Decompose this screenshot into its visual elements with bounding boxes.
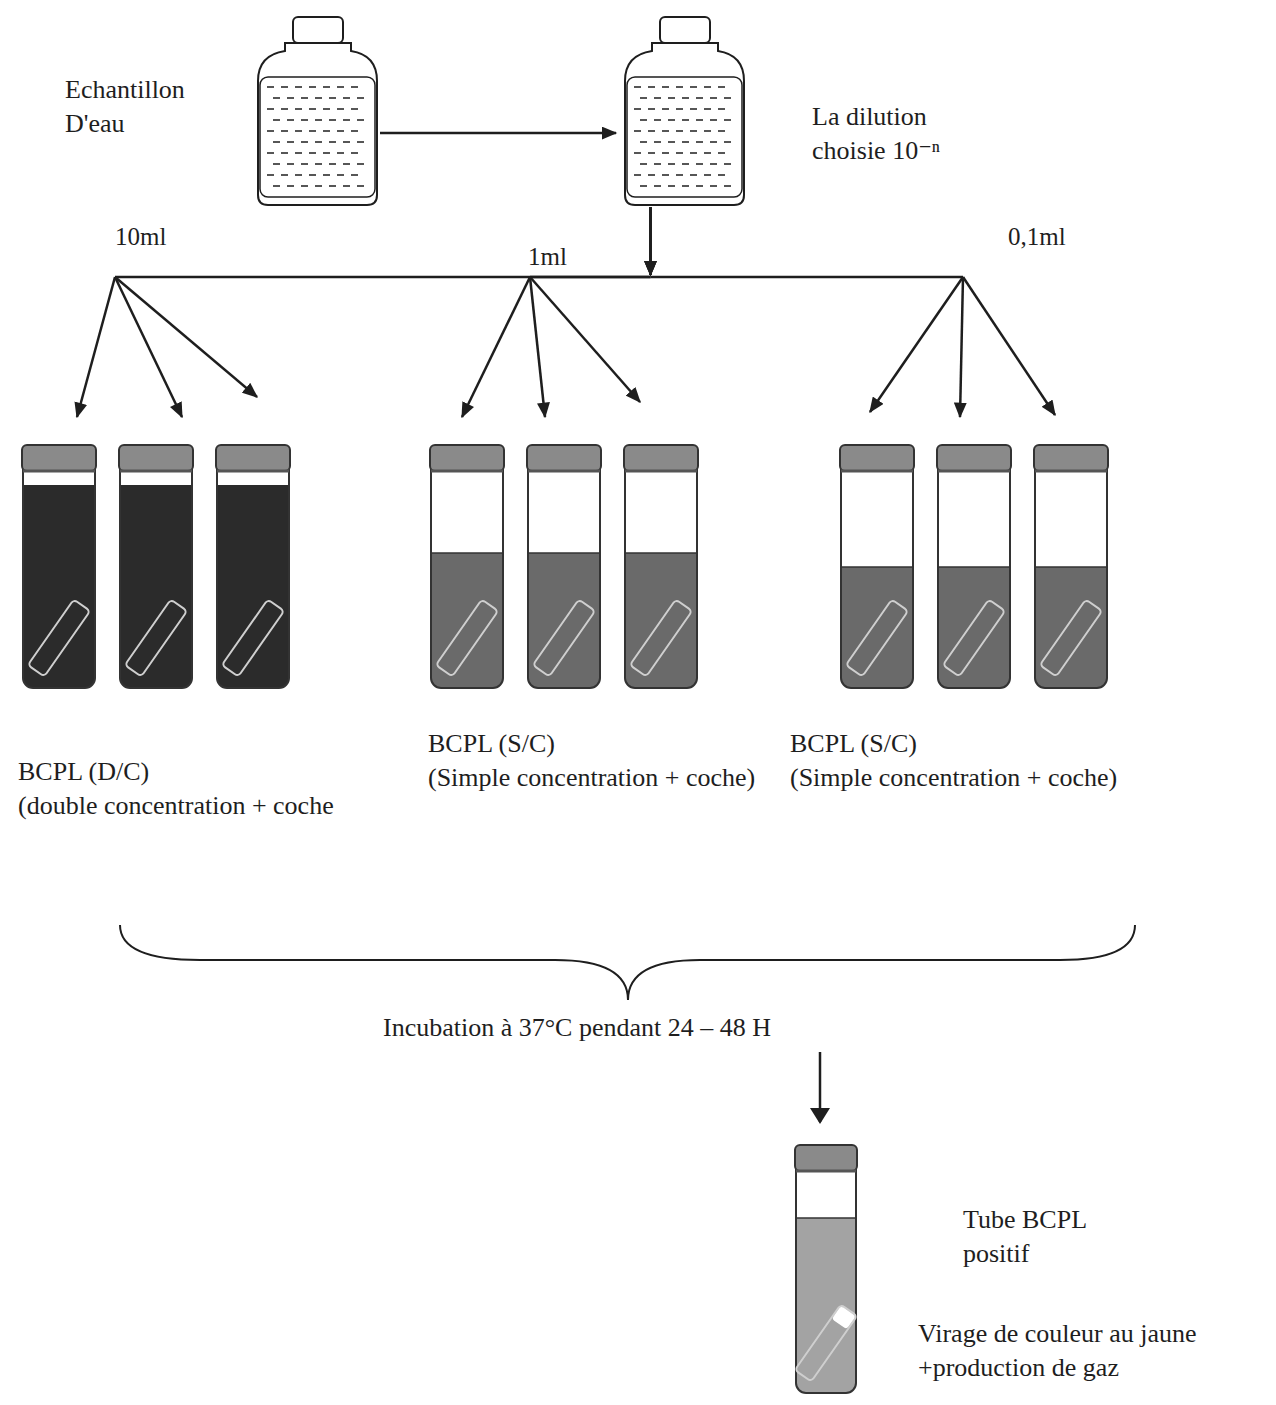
bcpl-sc-tubes: BCPL (S/C)(Simple concentration + coche) xyxy=(840,445,1108,690)
connector-line xyxy=(651,276,964,279)
tube-caption: BCPL (S/C)(Simple concentration + coche) xyxy=(790,727,1120,795)
bcpl-sc-tubes: BCPL (S/C)(Simple concentration + coche) xyxy=(430,445,698,690)
connector-line xyxy=(530,277,640,402)
node-text: BCPL (S/C) xyxy=(428,727,758,761)
connector-line xyxy=(960,277,963,417)
illustration xyxy=(622,15,747,207)
node-text: La dilution choisie 10⁻ⁿ xyxy=(812,100,982,168)
illustration xyxy=(430,445,698,690)
illustration xyxy=(255,15,380,207)
connector-line xyxy=(115,277,182,417)
dilution-bottle: La dilution choisie 10⁻ⁿ xyxy=(622,15,747,207)
connector-line xyxy=(530,276,651,279)
bcpl-dc-tubes: BCPL (D/C)(double concentration + coche xyxy=(22,445,290,690)
node-text: (Simple concentration + coche) xyxy=(790,761,1120,795)
volume-label: 1ml xyxy=(525,242,570,272)
connector-line xyxy=(649,207,652,275)
connector-line xyxy=(115,277,257,397)
connector-line xyxy=(649,207,652,275)
node-text: (double concentration + coche xyxy=(18,789,348,823)
connector-line xyxy=(649,207,652,275)
water-sample-bottle: Echantillon D'eau xyxy=(255,15,380,207)
connector-line xyxy=(963,277,1055,415)
connector xyxy=(462,207,651,417)
incubation-note: Incubation à 37°C pendant 24 – 48 H xyxy=(380,1012,774,1043)
tube-caption: BCPL (S/C)(Simple concentration + coche) xyxy=(428,727,758,795)
node-text: Echantillon D'eau xyxy=(65,73,225,141)
node-text: Virage de couleur au jaune +production d… xyxy=(918,1317,1268,1385)
node-text: (Simple concentration + coche) xyxy=(428,761,758,795)
connector-line xyxy=(77,277,115,417)
volume-label: 0,1ml xyxy=(1005,222,1069,252)
tube-caption: BCPL (D/C)(double concentration + coche xyxy=(18,755,348,823)
connector-line xyxy=(115,276,651,279)
connector-line xyxy=(380,132,616,135)
node-text: BCPL (D/C) xyxy=(18,755,348,789)
connector-line xyxy=(462,277,530,417)
illustration xyxy=(795,1145,857,1395)
volume-label: 10ml xyxy=(112,222,169,252)
connector xyxy=(380,133,616,134)
connector-line xyxy=(530,277,545,417)
positive-tube: Tube BCPL positifVirage de couleur au ja… xyxy=(795,1145,857,1395)
illustration xyxy=(840,445,1108,690)
result-arrow-head xyxy=(810,1108,830,1124)
node-text: Tube BCPL positif xyxy=(963,1203,1138,1271)
node-text: BCPL (S/C) xyxy=(790,727,1120,761)
illustration xyxy=(22,445,290,690)
connector xyxy=(77,207,651,417)
brace xyxy=(120,925,1135,1000)
connector-line xyxy=(870,277,963,412)
connector xyxy=(651,207,1056,417)
